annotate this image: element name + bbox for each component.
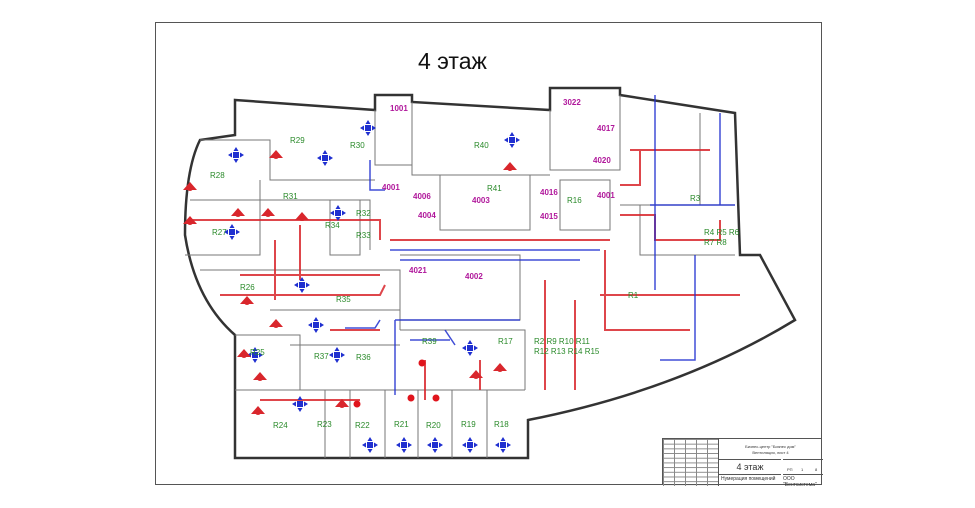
supply-diffuser-icon	[462, 340, 478, 356]
premise-number: 4017	[597, 124, 615, 133]
firm-name: ООО "Вентсистема"	[783, 476, 817, 488]
supply-diffuser-icon	[329, 347, 345, 363]
room-label: R26	[240, 283, 255, 292]
exhaust-grille-icon	[183, 182, 197, 191]
round-diffuser-icon	[418, 359, 426, 367]
room-label: R19	[461, 420, 476, 429]
supply-diffuser-icon	[308, 317, 324, 333]
exhaust-grille-icon	[269, 150, 283, 159]
room-label: R18	[494, 420, 509, 429]
exhaust-grille-icon	[231, 208, 245, 217]
premise-number: 4015	[540, 212, 558, 221]
premise-number: 4016	[540, 188, 558, 197]
round-diffuser-icon	[353, 400, 361, 408]
premise-number: 4001	[382, 183, 400, 192]
room-label: R25	[250, 348, 265, 357]
room-label: R31	[283, 192, 298, 201]
premise-number: 4004	[418, 211, 436, 220]
supply-diffuser-icon	[294, 277, 310, 293]
sheet-count: 8	[815, 467, 818, 472]
room-label: R27	[212, 228, 227, 237]
supply-diffuser-icon	[228, 147, 244, 163]
room-label: R29	[290, 136, 305, 145]
room-label: R41	[487, 184, 502, 193]
exhaust-ducts	[345, 95, 735, 395]
supply-diffuser-icon	[330, 205, 346, 221]
room-label: R12 R13 R14 R15	[534, 347, 600, 356]
supply-diffuser-icon	[224, 224, 240, 240]
room-label: R20	[426, 421, 441, 430]
supply-diffuser-icon	[247, 347, 263, 363]
round-diffuser-icon	[432, 394, 440, 402]
supply-diffuser-icon	[427, 437, 443, 453]
room-label: R17	[498, 337, 513, 346]
supply-diffuser-icon	[495, 437, 511, 453]
premise-number: 1001	[390, 104, 408, 113]
premise-number: 4003	[472, 196, 490, 205]
exhaust-grille-icon	[183, 216, 197, 225]
supply-diffuser-icon	[462, 437, 478, 453]
room-label: R23	[317, 420, 332, 429]
exhaust-grille-icon	[493, 363, 507, 372]
room-label: R4 R5 R6	[704, 228, 740, 237]
room-label: R30	[350, 141, 365, 150]
premise-number: 4021	[409, 266, 427, 275]
room-label: R3	[690, 194, 701, 203]
room-label: R22	[355, 421, 370, 430]
room-label: R24	[273, 421, 288, 430]
room-label: R33	[356, 231, 371, 240]
title-block: Бизнес-центр "Бизнес дом" Вентиляция, ли…	[662, 438, 823, 488]
exhaust-grille-icon	[269, 319, 283, 328]
room-label: R1	[628, 291, 639, 300]
supply-diffuser-icon	[317, 150, 333, 166]
room-label: R39	[422, 337, 437, 346]
room-label: R28	[210, 171, 225, 180]
exhaust-grille-icon	[295, 212, 309, 221]
organization: Бизнес-центр "Бизнес дом"	[745, 444, 796, 449]
room-label: R21	[394, 420, 409, 429]
supply-diffuser-icon	[396, 437, 412, 453]
room-label: R32	[356, 209, 371, 218]
sheet-number: 1	[801, 467, 804, 472]
room-label: R16	[567, 196, 582, 205]
stage-cells: РП 1 8	[783, 459, 823, 475]
exhaust-grille-icon	[503, 162, 517, 171]
premise-number: 3022	[563, 98, 581, 107]
fixtures	[183, 120, 520, 453]
exhaust-grille-icon	[335, 399, 349, 408]
supply-diffuser-icon	[362, 437, 378, 453]
premise-number: 4001	[597, 191, 615, 200]
room-label: R40	[474, 141, 489, 150]
revision-table	[663, 439, 719, 486]
exhaust-grille-icon	[237, 349, 251, 358]
sheet-name: 4 этаж	[719, 459, 781, 475]
room-label: R35	[336, 295, 351, 304]
floor-title: 4 этаж	[418, 48, 487, 74]
supply-diffuser-icon	[360, 120, 376, 136]
premise-number: 4002	[465, 272, 483, 281]
exhaust-grille-icon	[253, 372, 267, 381]
room-label: R34	[325, 221, 340, 230]
building-outline	[183, 86, 797, 460]
drawing-frame	[155, 22, 822, 485]
room-label: R36	[356, 353, 371, 362]
room-label: R2 R9 R10 R11	[534, 337, 590, 346]
premise-number: 4020	[593, 156, 611, 165]
document-subtitle: Вентиляция, лист 4	[752, 450, 789, 455]
sheet-description: Нумерация помещений	[721, 476, 776, 482]
exhaust-grille-icon	[251, 406, 265, 415]
premise-number: 4006	[413, 192, 431, 201]
exhaust-grille-icon	[261, 208, 275, 217]
interior-walls	[185, 95, 735, 458]
round-diffuser-icon	[407, 394, 415, 402]
exhaust-grille-icon	[240, 296, 254, 305]
room-label: R7 R8	[704, 238, 727, 247]
room-label: R37	[314, 352, 329, 361]
supply-diffuser-icon	[292, 396, 308, 412]
supply-diffuser-icon	[504, 132, 520, 148]
stage: РП	[787, 467, 793, 472]
exhaust-grille-icon	[469, 370, 483, 379]
